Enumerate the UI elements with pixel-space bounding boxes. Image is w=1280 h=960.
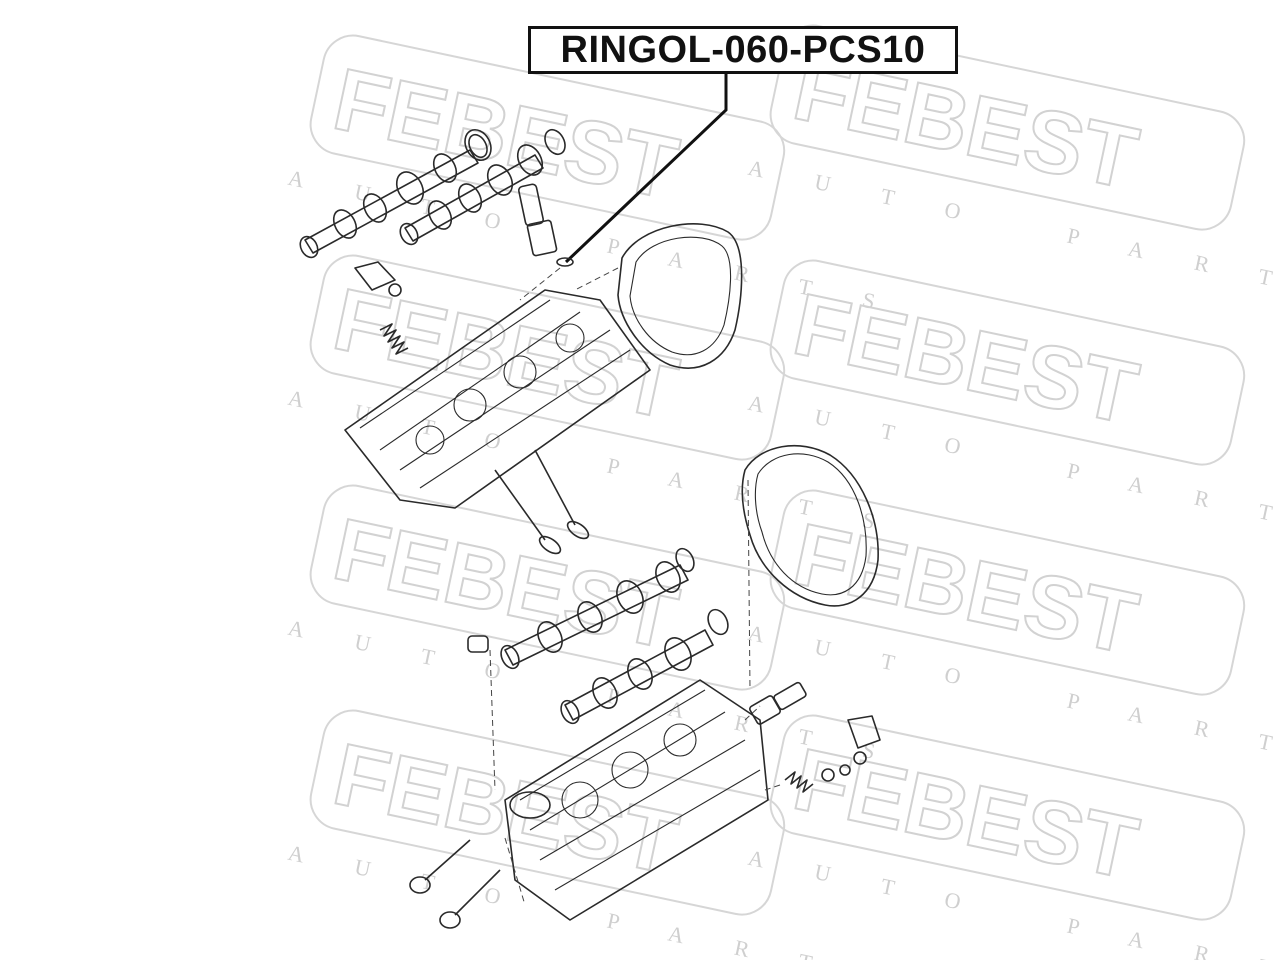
callout-leader-line [564, 74, 728, 264]
valves-upper [494, 449, 590, 555]
upper-camshaft-right [399, 144, 544, 246]
plug-cap [467, 635, 489, 653]
camshaft-seal-ring [675, 547, 695, 573]
cylinder-head-lower [504, 679, 769, 921]
valve-cover-gasket-lower [741, 444, 879, 607]
o-ring-highlight [556, 257, 574, 267]
upper-camshaft-left [299, 128, 492, 259]
camshaft-seal-ring [544, 128, 566, 156]
lower-camshaft-lower [560, 629, 714, 725]
lower-camshaft-upper [500, 561, 689, 670]
oil-control-solenoid-lower [749, 681, 807, 725]
valve-keeper [821, 768, 835, 782]
valve-keeper [839, 764, 851, 776]
camshaft-seal-ring [707, 608, 729, 636]
part-number-callout: RINGOL-060-PCS10 [528, 26, 958, 74]
valves-lower [409, 839, 501, 929]
rocker-arm-upper [354, 261, 402, 297]
valve-cover-gasket-upper [617, 223, 743, 369]
part-number-label: RINGOL-060-PCS10 [560, 28, 926, 71]
rocker-arm-lower [847, 715, 881, 765]
valve-spring-lower [784, 771, 814, 793]
oil-control-solenoid-upper [517, 183, 574, 267]
assembly-guide-lines [489, 267, 781, 906]
camshaft-seal-ring [468, 133, 488, 159]
cylinder-head-upper [344, 289, 651, 509]
valve-spring-upper [379, 323, 409, 355]
